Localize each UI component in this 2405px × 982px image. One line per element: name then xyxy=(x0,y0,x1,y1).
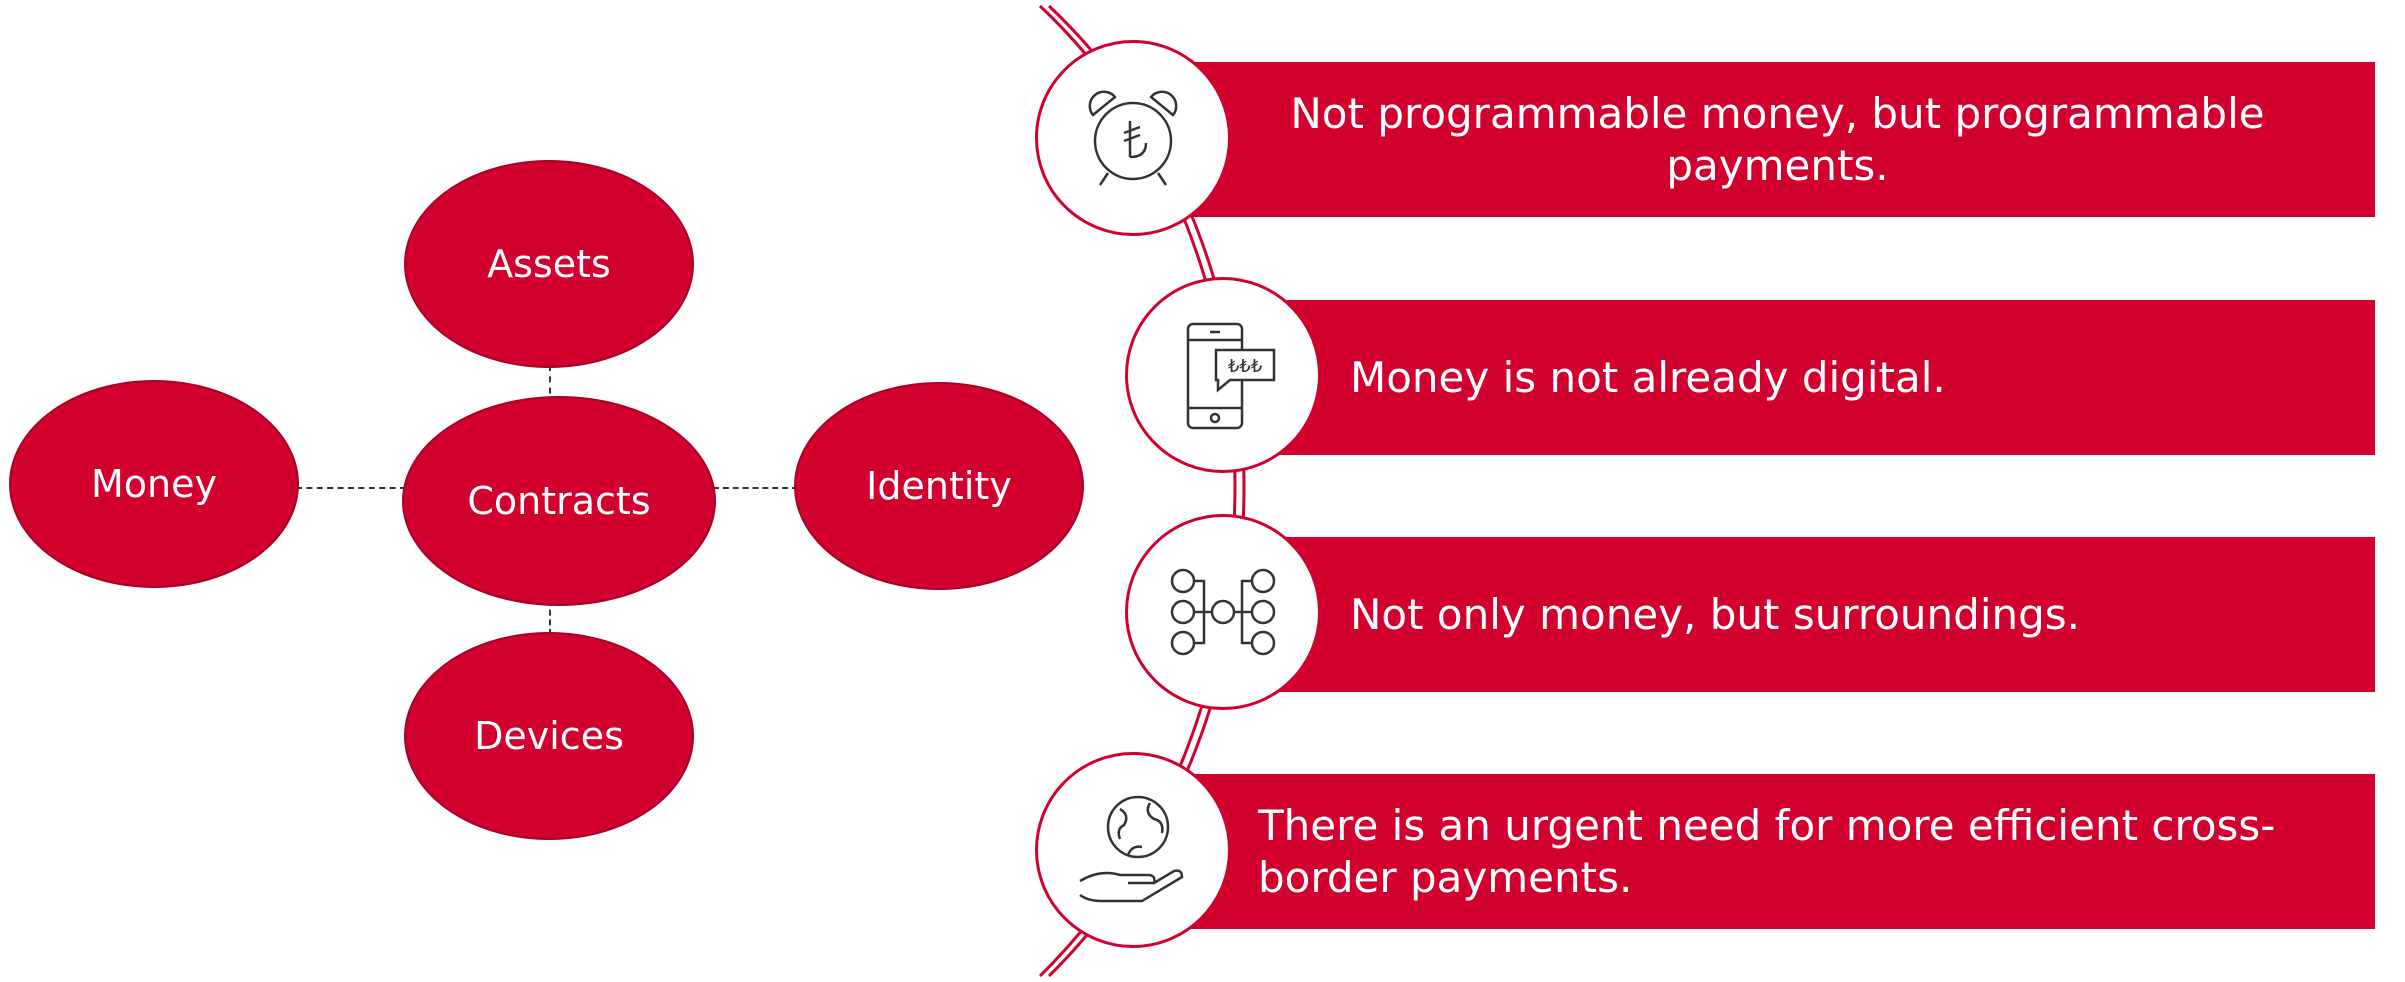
ellipse-label-devices: Devices xyxy=(474,714,624,758)
svg-text:₺₺₺: ₺₺₺ xyxy=(1228,356,1262,377)
smartphone-lira-chat-icon: ₺₺₺ xyxy=(1186,322,1276,430)
ellipse-label-money: Money xyxy=(91,462,217,506)
ellipse-contracts: Contracts xyxy=(402,396,716,606)
ellipse-label-assets: Assets xyxy=(487,242,611,286)
connector-left xyxy=(296,487,406,489)
connector-top xyxy=(549,365,551,405)
connector-bottom xyxy=(549,600,551,635)
network-nodes-icon xyxy=(1170,568,1276,656)
ellipse-label-contracts: Contracts xyxy=(467,479,651,523)
banner-text-1: Not programmable money, but programmable… xyxy=(1290,88,2265,190)
banner-1: Not programmable money, but programmable… xyxy=(1150,62,2375,217)
icon-circle-2: ₺₺₺ xyxy=(1125,277,1321,473)
connector-right xyxy=(713,487,798,489)
banner-4: There is an urgent need for more efficie… xyxy=(1150,774,2375,929)
icon-circle-4 xyxy=(1035,752,1231,948)
ellipse-money: Money xyxy=(9,380,299,588)
ellipse-label-identity: Identity xyxy=(866,464,1012,508)
ellipse-assets: Assets xyxy=(404,160,694,368)
banner-2: Money is not already digital. xyxy=(1245,300,2375,455)
banner-3: Not only money, but surroundings. xyxy=(1245,537,2375,692)
alarm-clock-lira-icon xyxy=(1088,90,1178,186)
ellipse-devices: Devices xyxy=(404,632,694,840)
icon-circle-3 xyxy=(1125,514,1321,710)
ellipse-identity: Identity xyxy=(794,382,1084,590)
banner-text-2: Money is not already digital. xyxy=(1350,352,1946,402)
banner-text-4: There is an urgent need for more efficie… xyxy=(1258,800,2276,902)
hand-holding-globe-icon xyxy=(1079,795,1184,903)
banner-text-3: Not only money, but surroundings. xyxy=(1350,589,2080,639)
icon-circle-1 xyxy=(1035,40,1231,236)
